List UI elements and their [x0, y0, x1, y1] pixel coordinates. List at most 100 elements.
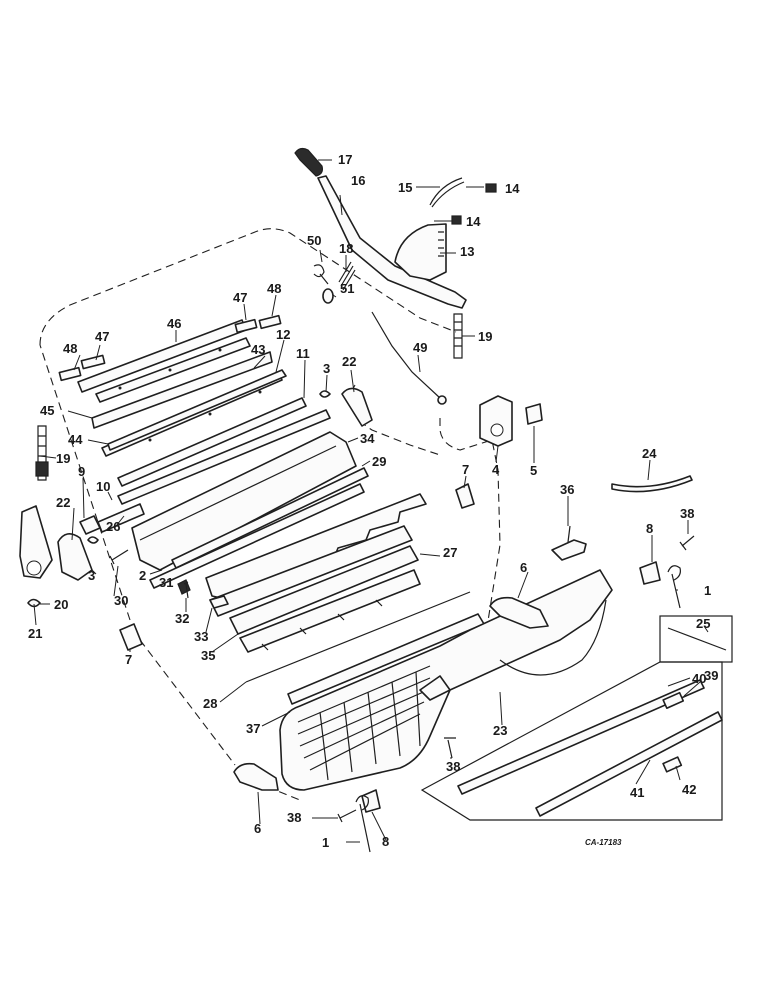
screw-32[interactable]: [185, 583, 189, 599]
arm-20-hub: [26, 560, 42, 576]
spring-19-hook: [35, 461, 49, 477]
spring-18[interactable]: [338, 261, 356, 291]
bolt-30[interactable]: [109, 549, 129, 565]
plate-33[interactable]: [209, 525, 413, 617]
callout-47-right: 47: [233, 290, 247, 305]
clip-39[interactable]: [662, 691, 685, 710]
hanger-6-lower[interactable]: [233, 762, 279, 791]
bar-10[interactable]: [117, 409, 331, 505]
clip-33[interactable]: [209, 595, 229, 609]
callout-22-lower: 22: [56, 495, 70, 510]
shaft-26[interactable]: [97, 503, 145, 533]
bar-43[interactable]: [95, 337, 251, 403]
retainer-spring[interactable]: [429, 177, 465, 208]
rod-28[interactable]: [245, 591, 471, 683]
callout-19-lower: 19: [56, 451, 70, 466]
bushing-51[interactable]: [322, 288, 334, 304]
clip-42[interactable]: [662, 756, 683, 773]
callout-1-upper: 1: [704, 583, 711, 598]
retainer-clip-upper[interactable]: [485, 183, 497, 193]
callout-10: 10: [96, 479, 110, 494]
upper-left-bar-stack: [58, 314, 331, 505]
quadrant-plate[interactable]: [394, 223, 447, 281]
arm-22-upper[interactable]: [341, 387, 373, 427]
control-rod-49[interactable]: [371, 311, 441, 399]
bracket-7-lower[interactable]: [119, 623, 143, 651]
callout-47-left: 47: [95, 329, 109, 344]
callout-20: 20: [54, 597, 68, 612]
arm-20[interactable]: [19, 505, 53, 579]
callout-49: 49: [413, 340, 427, 355]
plate-35[interactable]: [229, 545, 419, 635]
assembly-outline-dashed: [39, 228, 501, 801]
shift-lever[interactable]: [317, 175, 467, 309]
bushing-5[interactable]: [525, 403, 543, 425]
callout-42: 42: [682, 782, 696, 797]
arm-22-lower[interactable]: [57, 533, 93, 581]
spring-19-upper[interactable]: [453, 313, 463, 359]
callout-21: 21: [28, 626, 42, 641]
plate-35-lower[interactable]: [239, 569, 421, 653]
callout-8-lower: 8: [382, 834, 389, 849]
hold-down-31[interactable]: [177, 579, 191, 595]
curved-strip-24[interactable]: [611, 475, 693, 493]
clip-47-right[interactable]: [234, 318, 258, 334]
clip-48-right[interactable]: [258, 314, 282, 330]
strip-40[interactable]: [457, 679, 705, 795]
rail-front[interactable]: [419, 675, 451, 701]
clip-48-left[interactable]: [58, 366, 82, 382]
hanger-rod-1-lower[interactable]: [355, 795, 371, 853]
leader-lines: [33, 159, 709, 843]
strip-29[interactable]: [171, 467, 369, 569]
clip-47-left[interactable]: [80, 354, 106, 370]
hanger-6-upper[interactable]: [489, 596, 549, 629]
bracket-7-upper[interactable]: [455, 483, 475, 509]
callout-1-lower: 1: [322, 835, 329, 850]
callout-41: 41: [630, 785, 644, 800]
pivot-bracket-4[interactable]: [479, 395, 513, 447]
bar-44[interactable]: [107, 369, 287, 451]
bar-45[interactable]: [91, 351, 273, 429]
callout-51: 51: [340, 281, 354, 296]
key-3-lower[interactable]: [87, 536, 99, 544]
callout-50: 50: [307, 233, 321, 248]
strip-2[interactable]: [149, 483, 365, 589]
callout-9: 9: [78, 464, 85, 479]
bolt-38-mid[interactable]: [444, 737, 456, 759]
bolt-38-lower[interactable]: [337, 809, 357, 823]
callout-38-lower: 38: [287, 810, 301, 825]
bar-11[interactable]: [117, 397, 307, 487]
diagram-code: CA-17183: [585, 838, 622, 847]
callout-35: 35: [201, 648, 215, 663]
spring-19-lower[interactable]: [37, 425, 47, 481]
callout-26: 26: [106, 519, 120, 534]
grid-cols: [319, 671, 421, 781]
hanger-rod-1-upper[interactable]: [667, 565, 681, 609]
callout-15: 15: [398, 180, 412, 195]
key-21[interactable]: [27, 598, 41, 608]
cable-25[interactable]: [667, 627, 727, 651]
callout-14-upper: 14: [505, 181, 520, 196]
center-pan-group: [131, 431, 471, 683]
callout-18: 18: [339, 241, 353, 256]
callout-7-lower: 7: [125, 652, 132, 667]
lever-grip[interactable]: [294, 147, 323, 177]
pan-34[interactable]: [131, 431, 357, 571]
callout-16: 16: [351, 173, 365, 188]
strip-41[interactable]: [535, 711, 723, 817]
lock-pin[interactable]: [313, 264, 329, 285]
callout-34: 34: [360, 431, 375, 446]
callout-6-lower: 6: [254, 821, 261, 836]
pan-34-fold: [139, 445, 337, 541]
key-3-upper[interactable]: [319, 390, 331, 398]
callout-46: 46: [167, 316, 181, 331]
retainer-clip-lower[interactable]: [451, 215, 462, 225]
callout-30: 30: [114, 593, 128, 608]
bracket-8-upper[interactable]: [639, 561, 661, 585]
flap-36-stem: [567, 525, 571, 543]
bolt-38-upper[interactable]: [679, 535, 695, 551]
callout-24: 24: [642, 446, 657, 461]
flap-36[interactable]: [551, 539, 587, 561]
callout-7-upper: 7: [462, 462, 469, 477]
